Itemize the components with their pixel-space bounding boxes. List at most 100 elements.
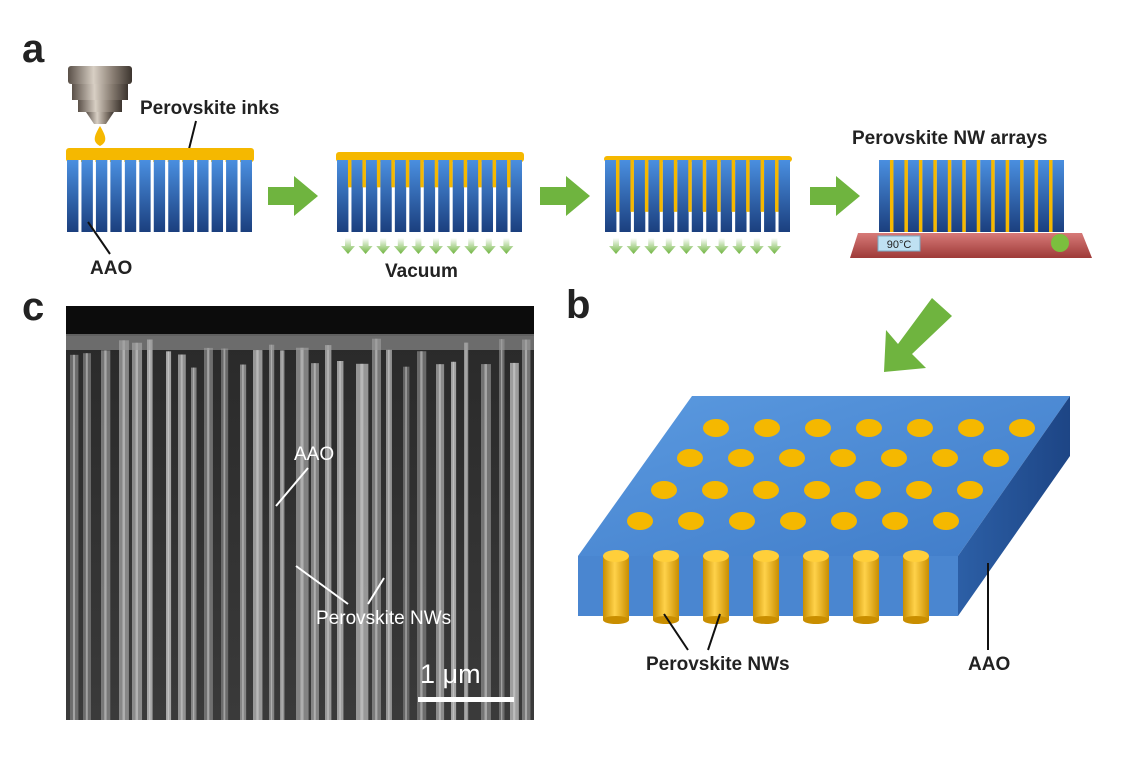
filled-pore (644, 160, 649, 212)
vacuum-arrow-icon (429, 238, 443, 254)
sem-strand-highlight (192, 367, 195, 720)
vacuum-arrow-icon (609, 238, 623, 254)
filled-pore (420, 160, 424, 188)
sem-strand-highlight (300, 347, 304, 720)
filled-pore (775, 160, 779, 212)
filled-pore (717, 160, 721, 212)
process-arrow-icon (268, 176, 318, 216)
nanowire-cylinder (603, 556, 629, 620)
panel-a-letter: a (22, 27, 45, 71)
sem-strand-highlight (327, 345, 329, 720)
pore-top (728, 449, 754, 467)
sem-strand-highlight (281, 350, 283, 720)
nanowire-base (703, 616, 729, 624)
vacuum-arrow-icon (411, 238, 426, 254)
aao-column (496, 160, 508, 232)
pore (507, 160, 511, 232)
aao-column (922, 160, 934, 232)
nanowire-base (853, 616, 879, 624)
pore-top (627, 512, 653, 530)
pore (92, 160, 96, 232)
sem-strand-highlight (452, 361, 455, 720)
ink-label: Perovskite inks (140, 98, 279, 119)
filled-pore (991, 160, 995, 232)
nanowire-base (653, 616, 679, 624)
filled-pore (1005, 160, 1010, 232)
sem-strand-highlight (465, 342, 467, 720)
pore-top (651, 481, 677, 499)
temperature-readout: 90°C (887, 239, 912, 251)
pore (179, 160, 183, 232)
aao-column (648, 160, 660, 232)
pore-top (907, 419, 933, 437)
b-nw-leader-1 (663, 613, 689, 651)
vacuum-arrow-icon (767, 238, 782, 254)
aao-column (67, 160, 79, 232)
aao-column (452, 160, 465, 232)
filled-pore (376, 160, 381, 188)
panel-a: a Perovskite inks AAO Vacuum Perovskite … (22, 27, 1092, 282)
pore-top (779, 449, 805, 467)
aao-column (936, 160, 949, 232)
pore (348, 160, 351, 232)
sem-nw-leader-2 (367, 577, 385, 605)
aao-stage-4 (879, 160, 1064, 232)
sem-strand-highlight (270, 344, 273, 720)
process-arrow-icon (540, 176, 590, 216)
pore (377, 160, 380, 232)
sem-nanowire-strands (66, 334, 534, 720)
aao-column (1038, 160, 1050, 232)
filled-pore (362, 160, 366, 188)
pore (420, 160, 424, 232)
scale-bar (418, 697, 514, 702)
aao-column (510, 160, 522, 232)
pore-top (804, 481, 830, 499)
aao-column (749, 160, 762, 232)
vacuum-arrow-icon (626, 238, 641, 254)
aao-column (438, 160, 450, 232)
sem-strand-highlight (135, 342, 139, 720)
pore-top (882, 512, 908, 530)
filled-pore (615, 160, 620, 212)
pore (165, 160, 168, 232)
aao-column (139, 160, 151, 232)
vacuum-label: Vacuum (385, 261, 458, 282)
aao-column (481, 160, 494, 232)
filled-pore (434, 160, 439, 188)
sem-strand-highlight (388, 349, 390, 720)
aao-column (951, 160, 963, 232)
filled-pore (449, 160, 453, 188)
vacuum-arrow-icon (679, 238, 694, 254)
pore-top (933, 512, 959, 530)
aao-column (735, 160, 747, 232)
filled-pore (1034, 160, 1039, 232)
vacuum-arrow-icon (376, 238, 391, 254)
pore (237, 160, 241, 232)
aao-column (1052, 160, 1064, 232)
b-nw-label: Perovskite NWs (646, 654, 790, 675)
nanowire-base (903, 616, 929, 624)
filled-pore (405, 160, 410, 188)
vacuum-arrow-icon (393, 238, 408, 254)
vacuum-arrow-icon (499, 238, 514, 254)
sem-strand-highlight (405, 366, 407, 720)
panel-b: b Perovskite NWs AAO (566, 283, 1070, 675)
pore-top (932, 449, 958, 467)
aao-column (153, 160, 166, 232)
aao-column (467, 160, 479, 232)
pore (362, 160, 366, 232)
vacuum-arrow-icon (732, 238, 747, 254)
scale-bar-label: 1 μm (420, 659, 481, 689)
aao-stage-1 (66, 148, 254, 232)
filled-pore (702, 160, 707, 212)
sem-strand-highlight (167, 351, 170, 720)
filled-pore (933, 160, 937, 232)
pore (107, 160, 110, 232)
filled-pore (463, 160, 468, 188)
nanowire-top (753, 550, 779, 562)
filled-pore (731, 160, 736, 212)
filled-pore (889, 160, 894, 232)
pore-top (855, 481, 881, 499)
filled-pore (391, 160, 395, 188)
